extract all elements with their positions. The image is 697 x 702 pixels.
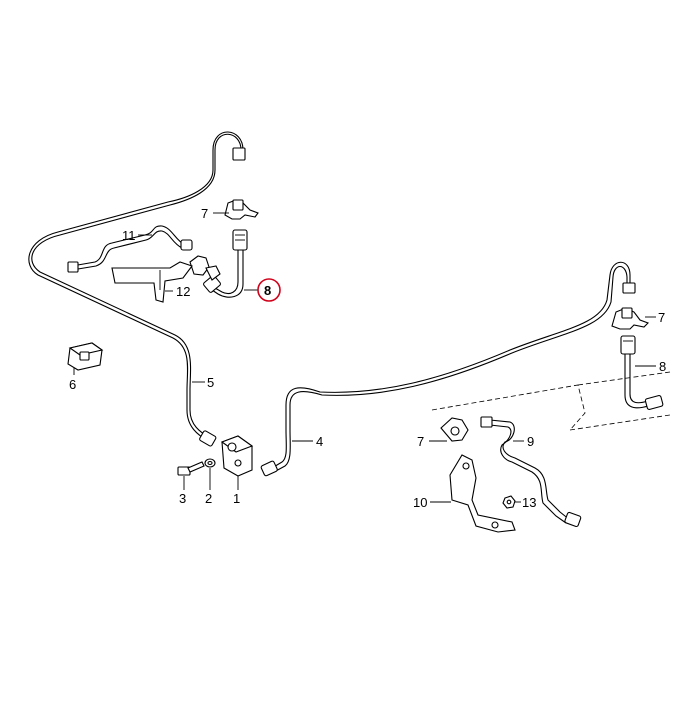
- brake-pipe-11[interactable]: [67, 225, 193, 273]
- label-13: 13: [522, 495, 536, 510]
- callout-2: 2: [205, 468, 212, 506]
- sub-assembly-outline: [431, 371, 671, 431]
- rubber-block-6[interactable]: [67, 342, 104, 371]
- clip-bracket-7-top[interactable]: [224, 199, 259, 220]
- label-7-top: 7: [201, 206, 208, 221]
- label-7-lower: 7: [417, 434, 424, 449]
- bolt-3[interactable]: [177, 461, 205, 476]
- bracket-10[interactable]: [449, 454, 516, 533]
- label-8-top: 8: [264, 283, 271, 298]
- callout-8-right: 8: [635, 359, 666, 374]
- label-2: 2: [205, 491, 212, 506]
- label-5: 5: [207, 375, 214, 390]
- highlight-circle: [257, 278, 281, 302]
- label-1: 1: [233, 491, 240, 506]
- label-7-right: 7: [658, 310, 665, 325]
- brake-pipe-9[interactable]: [480, 416, 582, 528]
- callout-4: 4: [292, 434, 323, 449]
- rubber-grommet[interactable]: [189, 255, 221, 281]
- washer-2[interactable]: [204, 458, 216, 468]
- callout-7-top: 7: [201, 206, 229, 221]
- label-8-right: 8: [659, 359, 666, 374]
- label-4: 4: [316, 434, 323, 449]
- brake-line-5[interactable]: [28, 131, 246, 447]
- label-11: 11: [122, 228, 136, 243]
- bracket-12[interactable]: [111, 261, 193, 303]
- label-3: 3: [179, 491, 186, 506]
- label-12: 12: [176, 284, 190, 299]
- callout-5: 5: [192, 375, 214, 390]
- callout-9: 9: [513, 434, 534, 449]
- callout-10: 10: [413, 495, 451, 510]
- brake-hose-8-right[interactable]: [620, 335, 664, 410]
- label-10: 10: [413, 495, 427, 510]
- clip-bracket-7-lower[interactable]: [440, 417, 469, 442]
- brake-hose-8-top[interactable]: [203, 229, 248, 298]
- nut-13[interactable]: [502, 495, 516, 509]
- clip-bracket-7-right[interactable]: [611, 307, 649, 330]
- callout-1: 1: [233, 476, 240, 506]
- label-6: 6: [69, 377, 76, 392]
- callout-11: 11: [122, 228, 152, 243]
- label-9: 9: [527, 434, 534, 449]
- callout-6: 6: [69, 368, 76, 392]
- callout-7-right: 7: [645, 310, 665, 325]
- callout-7-lower: 7: [417, 434, 447, 449]
- callout-3: 3: [179, 476, 186, 506]
- callout-8-top-highlighted[interactable]: 8: [244, 278, 281, 302]
- callout-13: 13: [514, 495, 536, 510]
- callout-12: 12: [165, 284, 190, 299]
- distributor-piece-1[interactable]: [220, 435, 254, 477]
- brake-pipe-4[interactable]: [260, 261, 636, 477]
